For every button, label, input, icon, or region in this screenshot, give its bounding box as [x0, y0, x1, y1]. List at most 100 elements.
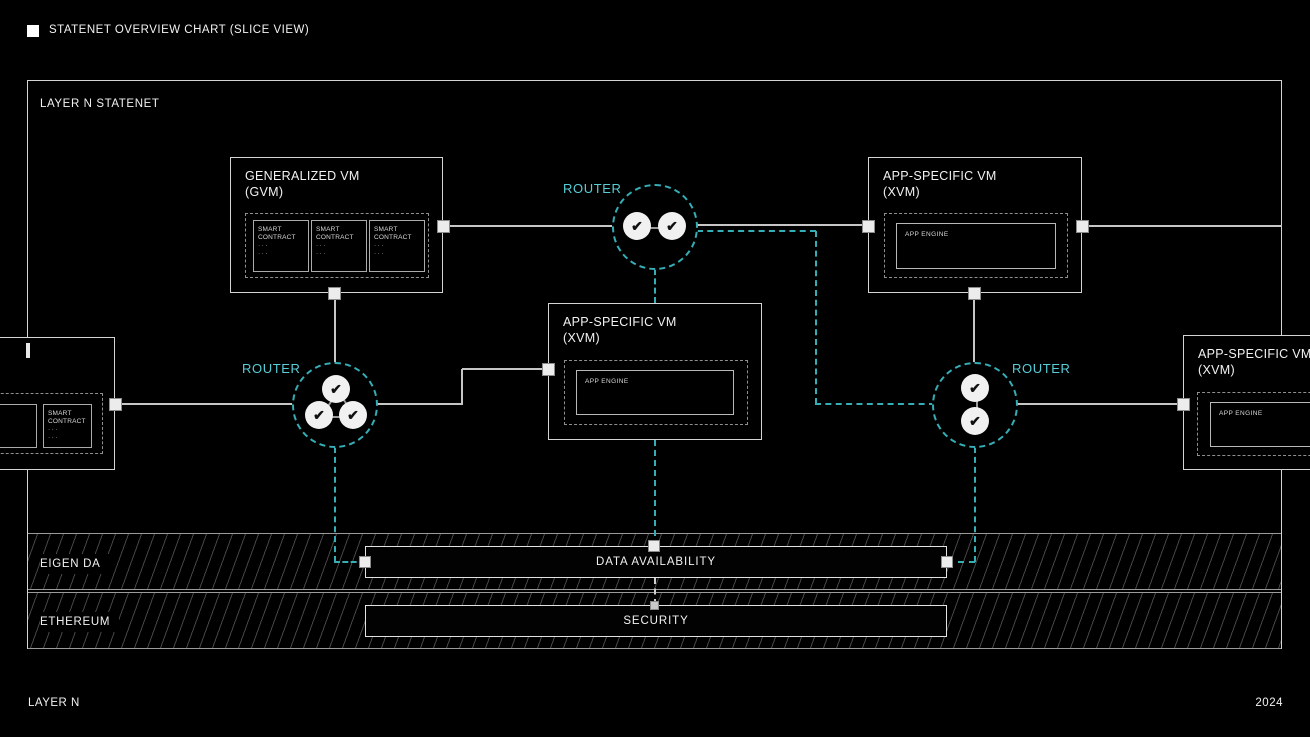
app-engine-box: APP ENGINE	[1210, 402, 1310, 447]
page-title: STATENET OVERVIEW CHART (SLICE VIEW)	[49, 24, 310, 36]
check-glyph: ✔	[631, 217, 643, 234]
check-icon: ✔	[658, 212, 686, 240]
white-dashed-line	[654, 578, 656, 605]
eigen-da-label: EIGEN DA	[40, 554, 110, 574]
teal-dashed-line	[815, 403, 935, 405]
xvm-top-right-box: APP-SPECIFIC VM (XVM) APP ENGINE	[868, 157, 1082, 293]
header-square-icon	[27, 25, 39, 37]
smart-contract-label: SMART	[374, 226, 398, 233]
teal-dashed-line	[974, 447, 976, 562]
xvm-title-line1: APP-SPECIFIC VM	[563, 315, 677, 329]
connector-node	[109, 398, 122, 411]
smart-contract-dots: ···	[374, 250, 385, 257]
router-right-label: ROUTER	[1012, 361, 1071, 376]
connector-node	[650, 601, 659, 610]
smart-contract-label: CONTRACT	[258, 234, 296, 241]
gvm-title-line2: (GVM)	[245, 184, 284, 199]
ethereum-label: ETHEREUM	[40, 612, 120, 632]
xvm-dashed-container: APP ENGINE	[1197, 392, 1310, 456]
router-left-label: ROUTER	[242, 361, 301, 376]
check-glyph: ✔	[347, 406, 359, 423]
check-icon: ✔	[961, 374, 989, 402]
connection-line	[462, 368, 548, 370]
smart-contract-dots: ···	[374, 242, 385, 249]
teal-dashed-line	[334, 561, 365, 563]
xvm-dashed-container: APP ENGINE	[884, 213, 1068, 278]
smart-contract-card: SMART CONTRACT ··· ···	[253, 220, 309, 272]
connector-node	[542, 363, 555, 376]
smart-contract-dots: ···	[316, 242, 327, 249]
gvm-title: GENERALIZED VM (GVM)	[245, 169, 360, 200]
connector-node	[862, 220, 875, 233]
left-partial-dashed-container: SMART CONTRACT ··· ···	[0, 393, 103, 454]
connector-node	[968, 287, 981, 300]
smart-contract-label: SMART	[48, 410, 72, 417]
connection-line	[334, 293, 336, 364]
check-icon: ✔	[322, 375, 350, 403]
teal-dashed-line	[947, 561, 975, 563]
xvm-center-box: APP-SPECIFIC VM (XVM) APP ENGINE	[548, 303, 762, 440]
connection-line	[461, 369, 463, 404]
xvm-top-right-title: APP-SPECIFIC VM (XVM)	[883, 169, 997, 200]
smart-contract-dots: ···	[48, 426, 59, 433]
app-engine-box: APP ENGINE	[576, 370, 734, 415]
check-glyph: ✔	[969, 379, 981, 396]
smart-contract-label: CONTRACT	[374, 234, 412, 241]
connector-node	[328, 287, 341, 300]
statenet-frame-label: LAYER N STATENET	[40, 98, 160, 110]
app-engine-label: APP ENGINE	[585, 378, 629, 385]
connector-node	[1177, 398, 1190, 411]
connection-line	[697, 224, 868, 226]
xvm-title-line1: APP-SPECIFIC VM	[883, 169, 997, 183]
xvm-center-title: APP-SPECIFIC VM (XVM)	[563, 315, 677, 346]
smart-contract-dots: ···	[258, 242, 269, 249]
teal-dashed-line	[654, 269, 656, 303]
connector-node	[1076, 220, 1089, 233]
footer-brand: LAYER N	[28, 697, 80, 709]
data-availability-label: DATA AVAILABILITY	[596, 556, 716, 568]
xvm-dashed-container: APP ENGINE	[564, 360, 748, 425]
check-icon: ✔	[305, 401, 333, 429]
footer-year: 2024	[1255, 697, 1283, 709]
check-glyph: ✔	[969, 412, 981, 429]
smart-contract-dots: ···	[316, 250, 327, 257]
connection-line	[1016, 403, 1183, 405]
router-top-label: ROUTER	[563, 181, 622, 196]
connection-line	[1082, 225, 1282, 227]
connector-node	[437, 220, 450, 233]
xvm-title-line2: (XVM)	[1198, 362, 1235, 377]
teal-dashed-line	[654, 440, 656, 546]
smart-contract-label: CONTRACT	[48, 418, 86, 425]
gvm-title-line1: GENERALIZED VM	[245, 169, 360, 183]
connector-node	[941, 556, 953, 568]
teal-dashed-line	[334, 447, 336, 562]
smart-contract-label: CONTRACT	[316, 234, 354, 241]
security-label: SECURITY	[623, 615, 689, 627]
smart-contract-label: SMART	[258, 226, 282, 233]
left-partial-vm-box: SMART CONTRACT ··· ···	[0, 337, 115, 470]
smart-contract-dots: ···	[48, 434, 59, 441]
teal-dashed-line	[815, 231, 817, 404]
app-engine-label: APP ENGINE	[905, 231, 949, 238]
smart-contract-dots: ···	[258, 250, 269, 257]
check-glyph: ✔	[330, 380, 342, 397]
clipped-text-fragment	[26, 343, 30, 358]
connector-node	[648, 540, 660, 552]
check-icon: ✔	[623, 212, 651, 240]
xvm-right-partial-box: APP-SPECIFIC VM (XVM) APP ENGINE	[1183, 335, 1310, 470]
check-icon: ✔	[339, 401, 367, 429]
gvm-dashed-container: SMART CONTRACT ··· ··· SMART CONTRACT ··…	[245, 213, 429, 278]
smart-contract-label: SMART	[316, 226, 340, 233]
app-engine-label: APP ENGINE	[1219, 410, 1263, 417]
smart-contract-card: SMART CONTRACT ··· ···	[369, 220, 425, 272]
smart-contract-card: SMART CONTRACT ··· ···	[43, 404, 92, 448]
connection-line	[115, 403, 294, 405]
xvm-right-partial-title: APP-SPECIFIC VM (XVM)	[1198, 347, 1310, 378]
teal-dashed-line	[697, 230, 816, 232]
xvm-title-line2: (XVM)	[883, 184, 920, 199]
app-engine-box: APP ENGINE	[896, 223, 1056, 269]
xvm-title-line1: APP-SPECIFIC VM	[1198, 347, 1310, 361]
connection-line	[443, 225, 613, 227]
smart-contract-card-clipped	[0, 404, 37, 448]
connector-node	[359, 556, 371, 568]
